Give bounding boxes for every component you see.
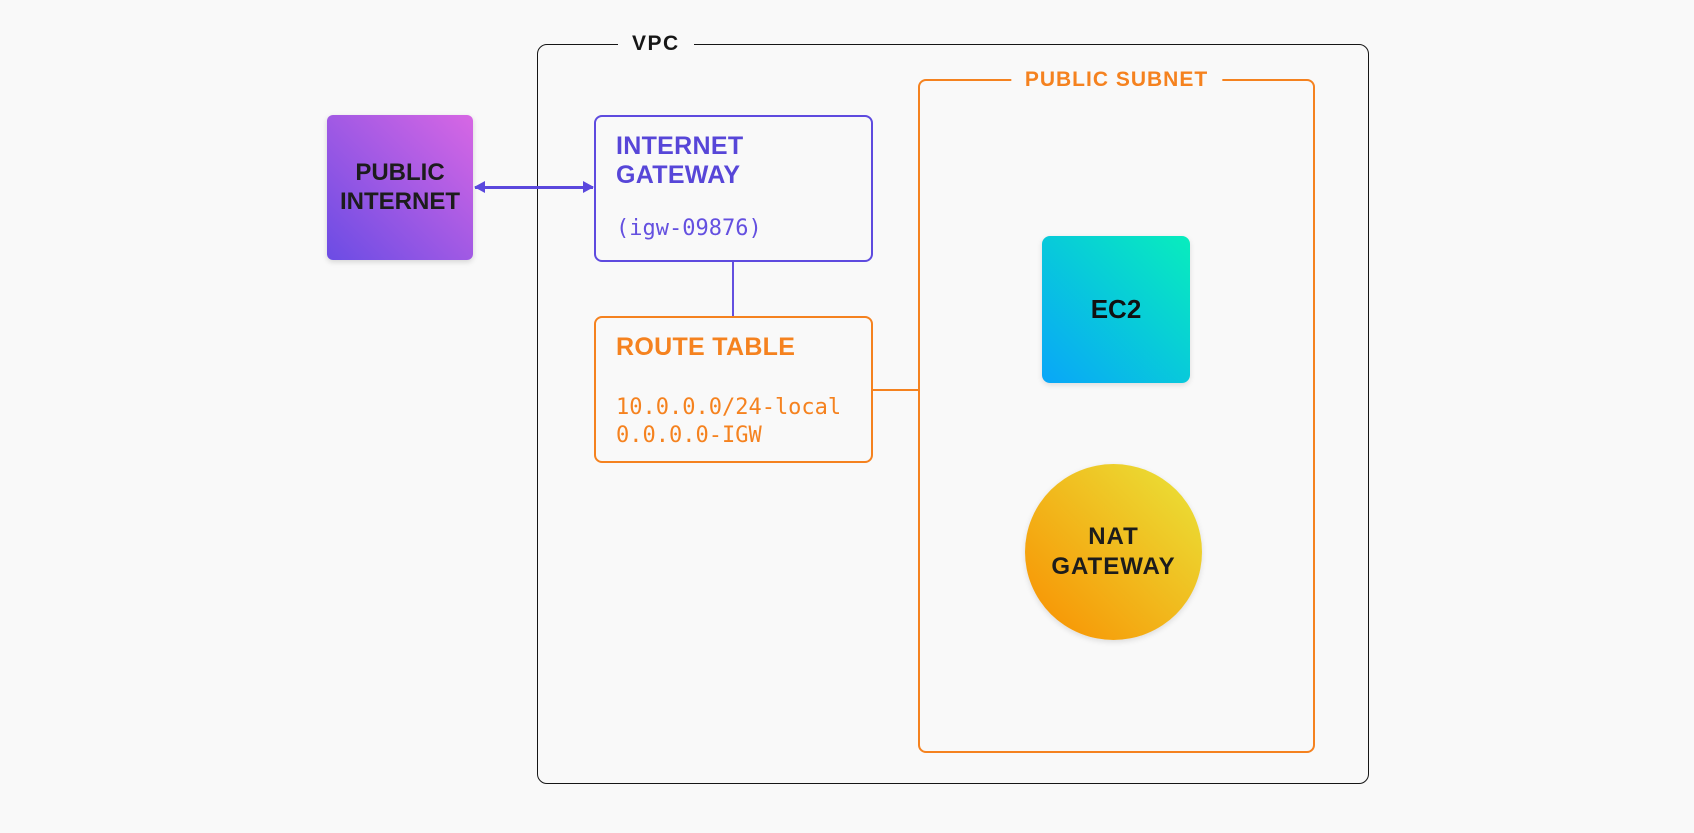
- nat-gateway-node: NAT GATEWAY: [1025, 464, 1202, 640]
- internet-gateway-id: (igw-09876): [616, 215, 762, 241]
- route-entry-local: 10.0.0.0/24-local: [616, 395, 842, 420]
- route-table-node: ROUTE TABLE 10.0.0.0/24-local 0.0.0.0-IG…: [594, 316, 873, 463]
- route-table-title: ROUTE TABLE: [616, 333, 796, 361]
- route-entry-igw: 0.0.0.0-IGW: [616, 422, 762, 448]
- arrow-left-head-icon: [474, 181, 485, 193]
- public-internet-node: PUBLIC INTERNET: [327, 115, 473, 260]
- ec2-node: EC2: [1042, 236, 1190, 383]
- vpc-container: VPC INTERNET GATEWAY (igw-09876) ROUTE T…: [537, 31, 1369, 784]
- public-internet-igw-arrow: [474, 181, 594, 193]
- nat-gateway-label: NAT GATEWAY: [1051, 523, 1176, 580]
- internet-gateway-title: INTERNET GATEWAY: [616, 132, 744, 189]
- internet-gateway-node: INTERNET GATEWAY (igw-09876): [594, 115, 873, 262]
- public-subnet-container: PUBLIC SUBNET EC2 NAT GATEWAY: [918, 67, 1315, 753]
- route-table-entries: 10.0.0.0/24-local 0.0.0.0-IGW: [616, 394, 851, 449]
- public-internet-label: PUBLIC INTERNET: [340, 158, 460, 215]
- ec2-label: EC2: [1090, 294, 1142, 324]
- vpc-label: VPC: [618, 31, 694, 57]
- routetable-subnet-connector: [873, 389, 918, 391]
- igw-routetable-connector: [732, 262, 734, 316]
- public-subnet-label: PUBLIC SUBNET: [1010, 67, 1223, 93]
- arrow-right-head-icon: [583, 181, 594, 193]
